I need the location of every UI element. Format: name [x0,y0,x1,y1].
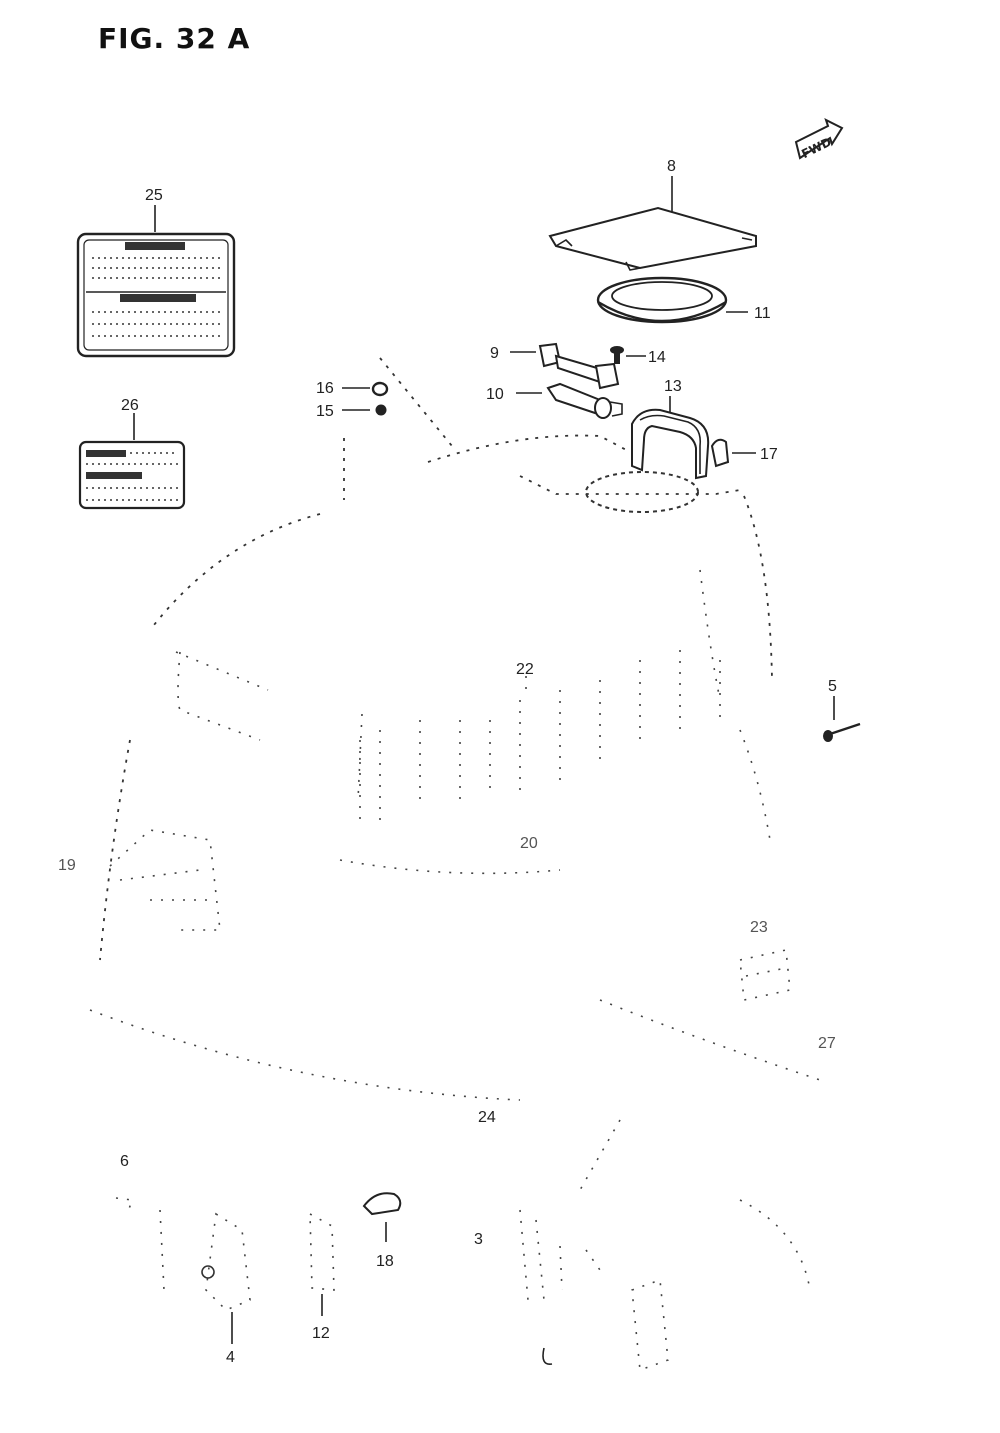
decal-23 [739,949,791,1001]
lettering-decal-22 [359,650,721,820]
label-6: 6 [120,1153,129,1170]
label-15: 15 [316,403,334,420]
logo-decal-19 [109,829,221,931]
label-3: 3 [474,1231,483,1248]
label-10: 10 [486,386,504,403]
label-19: 19 [58,857,76,874]
label-23: 23 [750,919,768,936]
label-5: 5 [828,678,837,695]
nut-15 [342,404,387,416]
screw-5 [823,696,861,742]
label-20: 20 [520,835,538,852]
side-panel [535,1219,669,1372]
label-4: 4 [226,1349,235,1366]
warning-decal-25 [76,205,236,358]
bracket-4 [201,1212,251,1344]
clip-6 [115,1197,134,1213]
cover-plate-8 [548,176,757,271]
label-12: 12 [312,1325,330,1342]
nut-16 [342,381,389,397]
cowling-outline [89,357,821,1301]
figure-title: FIG. 32 A [98,22,251,55]
label-8: 8 [667,158,676,175]
screw-14 [610,346,646,364]
label-14: 14 [648,349,666,366]
label-9: 9 [490,345,499,362]
clip-10 [516,382,623,419]
seal-ring-11 [596,276,748,324]
label-24: 24 [478,1109,496,1126]
grommet-18 [362,1192,402,1242]
bulb-17 [710,438,756,468]
label-11: 11 [754,305,771,322]
label-13: 13 [664,378,682,395]
label-18: 18 [376,1253,394,1270]
channel-13 [631,396,710,480]
label-25: 25 [145,187,163,204]
caution-decal-26 [78,413,186,510]
label-26: 26 [121,397,139,414]
clip-9 [510,342,620,390]
label-22: 22 [516,661,534,678]
bracket-12 [309,1212,335,1316]
label-17: 17 [760,446,778,463]
label-27: 27 [818,1035,836,1052]
label-16: 16 [316,380,334,397]
forward-arrow-icon: FWD [794,118,844,161]
